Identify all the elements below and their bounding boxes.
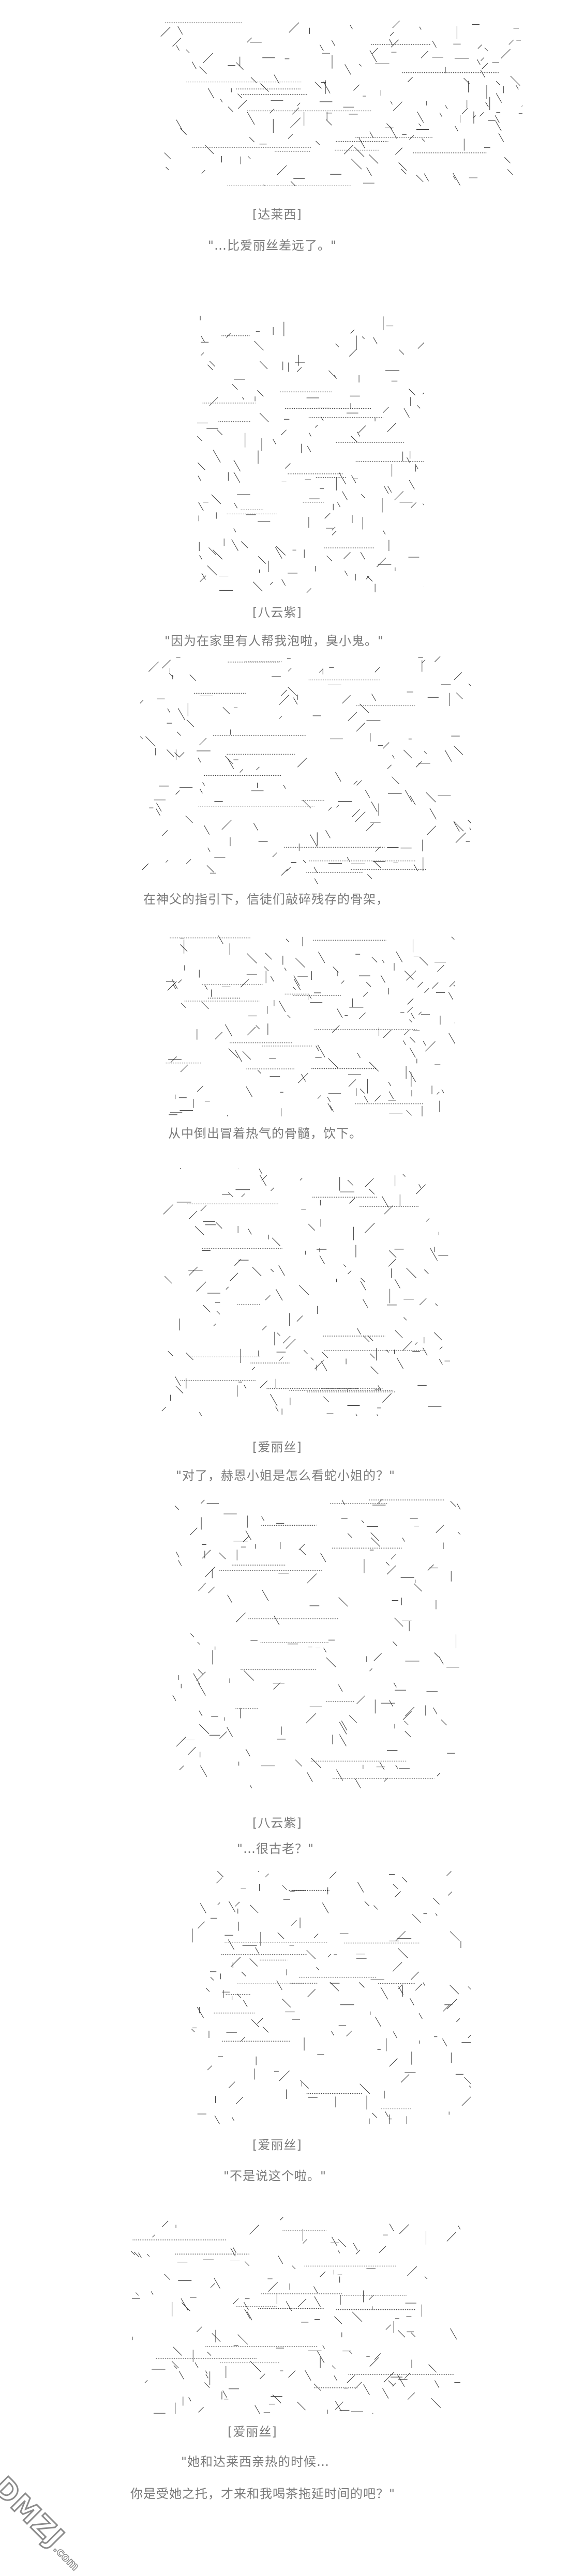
ascii-art-panel-5 <box>160 1168 450 1416</box>
speaker-label: [八云紫] <box>252 605 302 620</box>
narration-line: 从中倒出冒着热气的骨髓，饮下。 <box>168 1126 362 1141</box>
watermark-brand: DMZJ <box>0 2471 71 2554</box>
ascii-art-panel-3 <box>140 656 471 884</box>
ascii-art-panel-7 <box>191 1871 471 2124</box>
ascii-art-strokes <box>161 21 522 186</box>
ascii-art-panel-8 <box>129 2217 460 2414</box>
speaker-label: [爱丽丝] <box>252 2137 302 2153</box>
ascii-art-strokes <box>197 316 424 593</box>
ascii-art-strokes <box>140 656 471 884</box>
speaker-label: [爱丽丝] <box>228 2424 277 2440</box>
ascii-art-strokes <box>191 1871 471 2124</box>
ascii-art-panel-4 <box>166 930 455 1116</box>
ascii-art-panel-6 <box>171 1499 460 1788</box>
dialogue-line: "…比爱丽丝差远了。" <box>208 238 337 253</box>
speaker-label: [八云紫] <box>252 1815 302 1831</box>
watermark-logo: DMZJ.com <box>0 2471 93 2576</box>
dialogue-line: "对了，赫恩小姐是怎么看蛇小姐的？" <box>176 1468 395 1483</box>
dialogue-line: "因为在家里有人帮我泡啦，臭小鬼。" <box>164 633 384 649</box>
dialogue-line: "不是说这个啦。" <box>223 2168 326 2184</box>
ascii-art-strokes <box>166 936 455 1116</box>
dialogue-line: 你是受她之托，才来和我喝茶拖延时间的吧？" <box>130 2486 395 2502</box>
ascii-art-panel-1 <box>160 21 522 186</box>
ascii-art-strokes <box>173 1499 460 1788</box>
dialogue-line: "…很古老？" <box>237 1841 314 1857</box>
narration-line: 在神父的指引下，信徒们敲碎残存的骨架， <box>143 892 389 907</box>
dialogue-line: "她和达莱西亲热的时候… <box>181 2454 330 2470</box>
ascii-art-strokes <box>131 2217 460 2414</box>
ascii-art-strokes <box>162 1168 450 1416</box>
ascii-art-panel-2 <box>197 315 424 594</box>
speaker-label: [爱丽丝] <box>252 1439 302 1455</box>
speaker-label: [达莱西] <box>252 207 302 222</box>
watermark-domain: .com <box>51 2542 82 2573</box>
